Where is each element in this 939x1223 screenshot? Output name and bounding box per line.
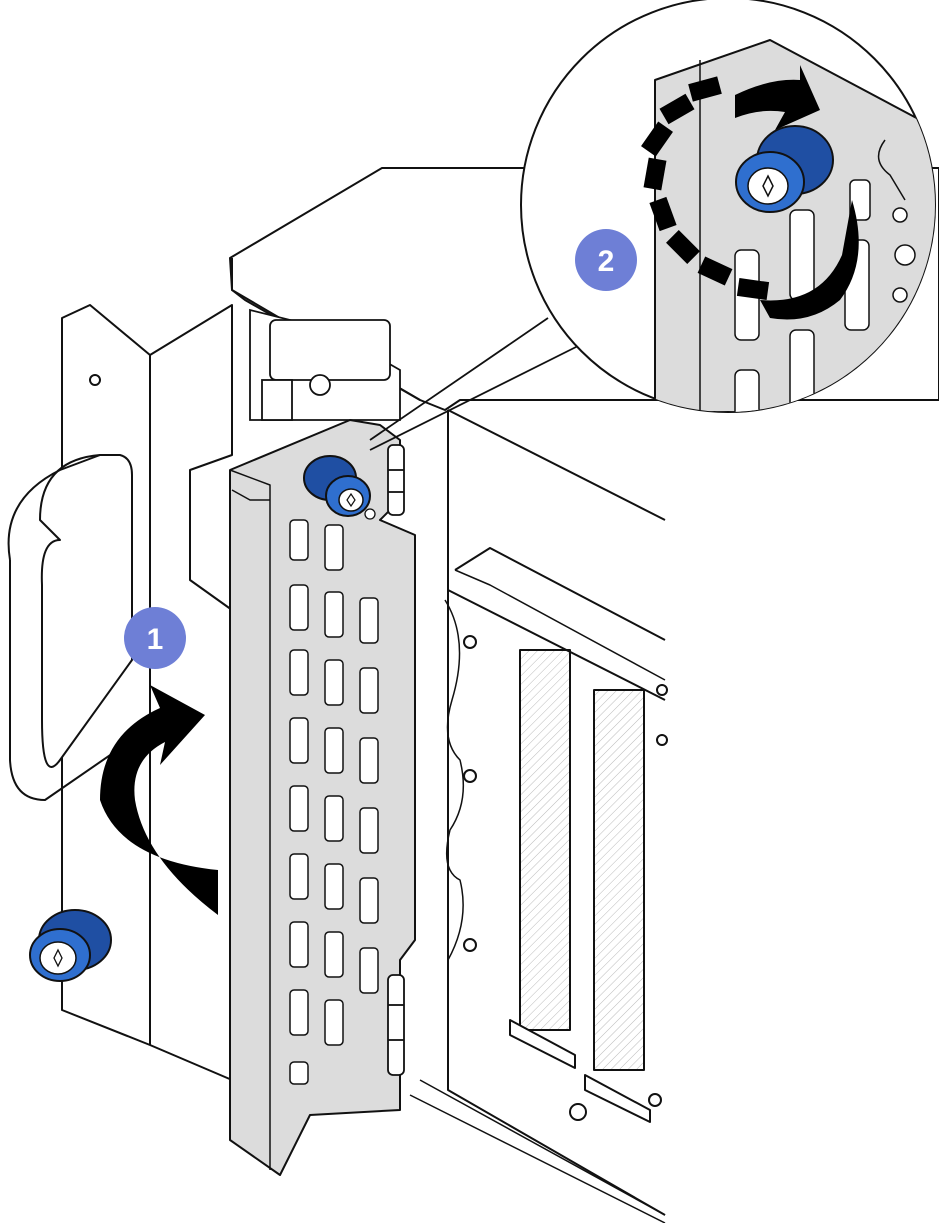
- step-2-badge: 2: [575, 229, 637, 291]
- step-1-number: 1: [147, 623, 164, 656]
- step-1-badge: 1: [124, 607, 186, 669]
- pcie-slot-bracket[interactable]: [229, 419, 416, 1176]
- thumbscrew-icon[interactable]: [303, 455, 376, 520]
- zoom-detail: [520, 0, 936, 413]
- chassis-latch: [249, 308, 401, 421]
- vent-slots: [289, 519, 379, 1085]
- zoom-callout-lines: [369, 317, 581, 451]
- step-2-number: 2: [598, 245, 615, 278]
- thumbscrew-icon[interactable]: [29, 909, 112, 982]
- rotate-arrow-icon: [100, 685, 218, 915]
- rotate-arrow-icon: [641, 65, 859, 320]
- hinge-icon: [387, 444, 405, 1076]
